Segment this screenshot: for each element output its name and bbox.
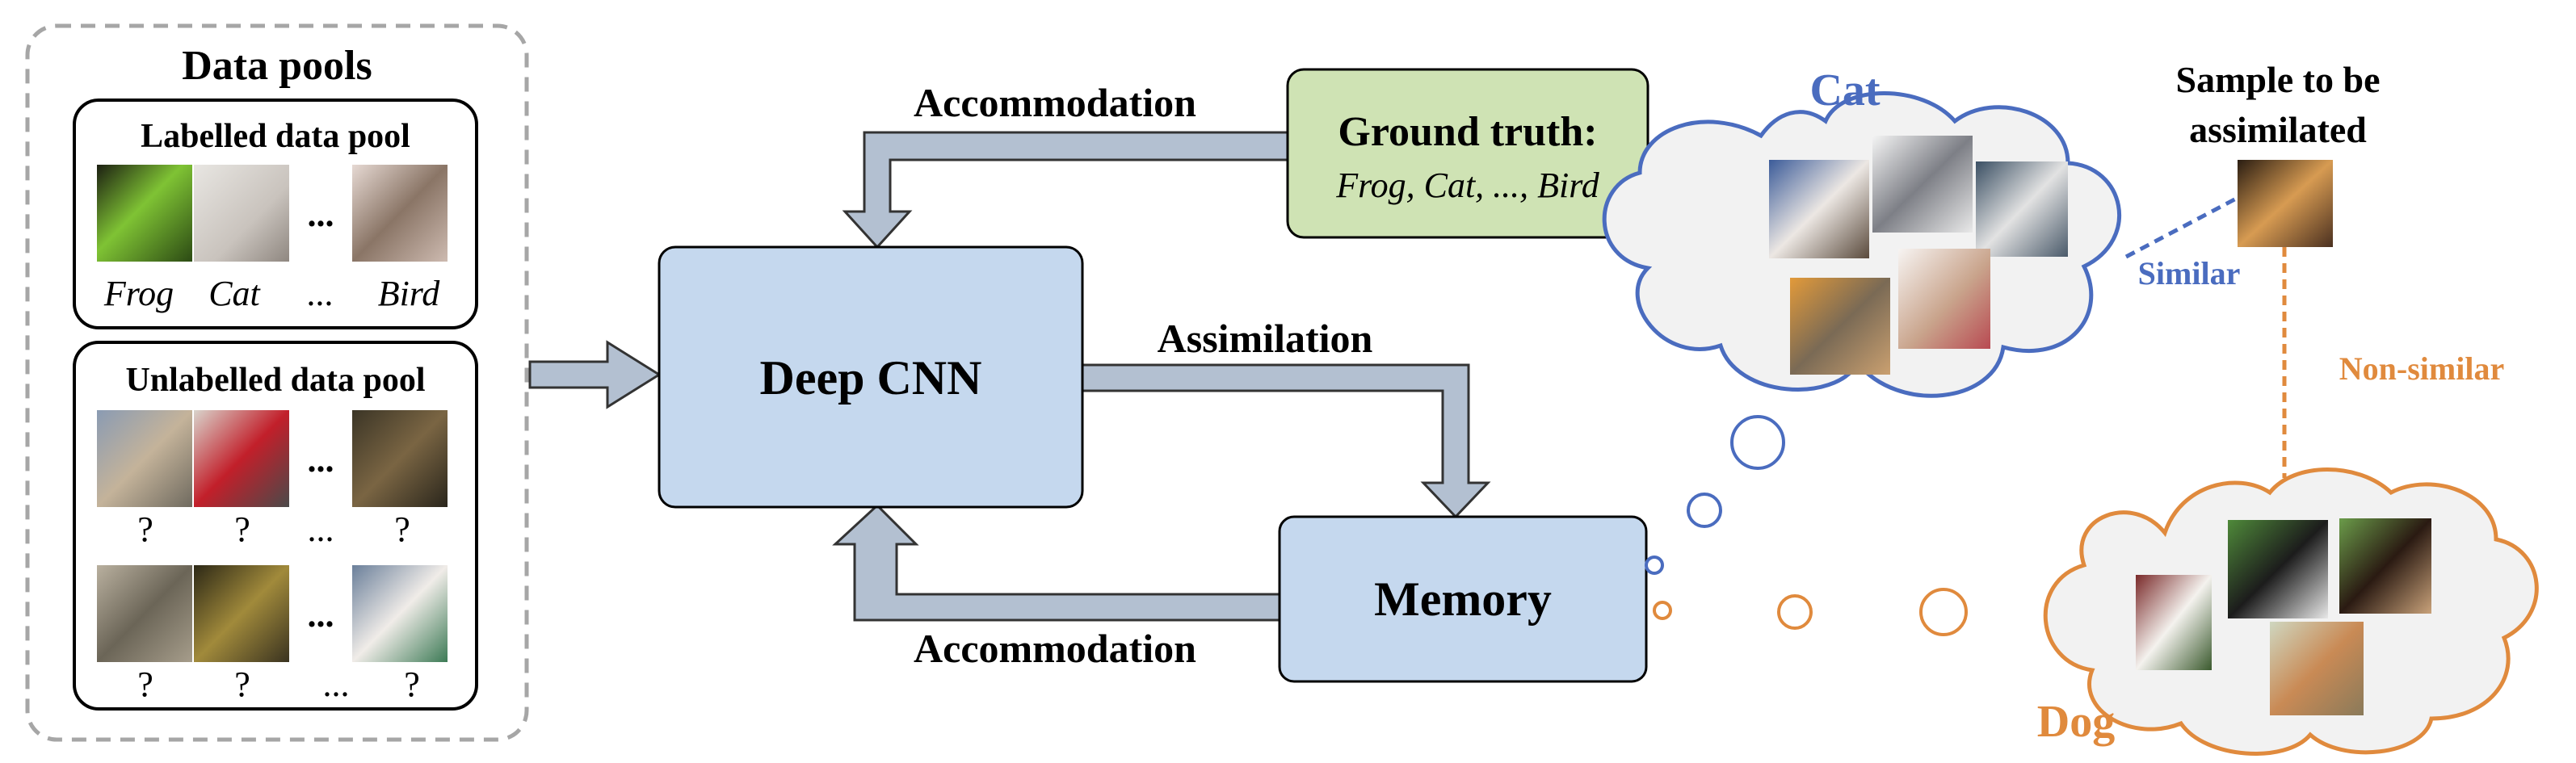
pools-to-cnn-arrow	[528, 340, 662, 409]
unknown-ellipsis: ...	[323, 664, 350, 704]
data-pools-title: Data pools	[182, 43, 372, 89]
memory-box: Memory	[1278, 515, 1648, 683]
dog-thought-dot	[1777, 594, 1813, 630]
dog-thought-dot	[1653, 601, 1672, 620]
dog-cloud-label: Dog	[2037, 697, 2115, 747]
unlabelled-image	[97, 565, 192, 662]
unknown-mark: ?	[404, 664, 420, 704]
sample-label-line1: Sample to be	[2176, 59, 2381, 100]
unlabelled-pool-title: Unlabelled data pool	[125, 362, 425, 399]
unknown-mark: ?	[394, 509, 410, 549]
unlabelled-ellipsis: ...	[308, 595, 334, 635]
ground-truth-classes: Frog, Cat, ..., Bird	[1335, 166, 1600, 205]
unknown-mark: ?	[234, 509, 250, 549]
memory-border	[1278, 515, 1648, 683]
label-cat: Cat	[208, 274, 261, 313]
cat-example-image	[1872, 136, 1973, 233]
cat-example-image	[1976, 161, 2068, 257]
labelled-data-pool: Labelled data pool ... Frog Cat ... Bird	[73, 99, 478, 329]
ground-truth-box: Ground truth: Frog, Cat, ..., Bird	[1286, 68, 1649, 239]
deep-cnn-box: Deep CNN	[658, 245, 1084, 509]
cat-cloud-label: Cat	[1809, 65, 1880, 115]
deep-cnn-label: Deep CNN	[760, 351, 982, 405]
labelled-pool-title: Labelled data pool	[141, 118, 410, 155]
non-similar-label: Non-similar	[2339, 350, 2504, 387]
cat-example-image	[1898, 249, 1990, 349]
cat-thought-dot	[1730, 415, 1785, 470]
unlabelled-ellipsis: ...	[308, 440, 334, 480]
unlabelled-image	[352, 565, 448, 662]
cat-thought-dot	[1645, 555, 1664, 575]
dog-thought-dot	[1919, 588, 1968, 636]
label-ellipsis: ...	[308, 274, 334, 313]
dog-example-image	[2270, 622, 2364, 715]
assimilation-label: Assimilation	[1158, 316, 1373, 361]
unlabelled-image	[194, 565, 289, 662]
sample-label-line2: assimilated	[2189, 109, 2367, 150]
cat-cloud: Cat	[1602, 65, 2122, 398]
dog-example-image	[2136, 575, 2212, 670]
unlabelled-image	[97, 410, 192, 507]
deep-cnn-border	[658, 245, 1084, 509]
top-accommodation-label: Accommodation	[914, 80, 1196, 125]
memory-label: Memory	[1374, 572, 1552, 626]
unlabelled-data-pool: Unlabelled data pool ... ? ? ... ? ... ?…	[73, 341, 478, 711]
label-frog: Frog	[103, 274, 174, 313]
unknown-mark: ?	[137, 664, 153, 704]
unknown-ellipsis: ...	[308, 509, 334, 549]
unknown-mark: ?	[234, 664, 250, 704]
similar-link	[2124, 195, 2241, 259]
unlabelled-image	[194, 410, 289, 507]
labelled-ellipsis: ...	[308, 195, 334, 234]
cat-example-image	[1790, 278, 1890, 375]
label-bird: Bird	[378, 274, 441, 313]
sample-image	[2238, 160, 2333, 247]
unlabelled-image	[352, 410, 448, 507]
assimilation-arrow	[1081, 363, 1491, 519]
dog-example-image	[2339, 518, 2431, 614]
cat-image	[194, 165, 289, 262]
bottom-accommodation-label: Accommodation	[914, 626, 1196, 671]
top-accommodation-arrow	[842, 131, 1289, 249]
cat-thought-dot	[1687, 493, 1722, 528]
ground-truth-title: Ground truth:	[1338, 109, 1597, 155]
dog-cloud: Dog	[2037, 467, 2539, 756]
sample-to-assimilate: Sample to be assimilated	[2176, 59, 2381, 247]
unknown-mark: ?	[137, 509, 153, 549]
bottom-accommodation-arrow	[832, 503, 1281, 622]
cat-example-image	[1769, 160, 1869, 258]
frog-image	[97, 165, 192, 262]
data-pools-panel: Data pools Labelled data pool ... Frog C…	[25, 23, 529, 742]
dog-example-image	[2228, 520, 2328, 618]
bird-image	[352, 165, 448, 262]
similar-label: Similar	[2138, 255, 2241, 291]
